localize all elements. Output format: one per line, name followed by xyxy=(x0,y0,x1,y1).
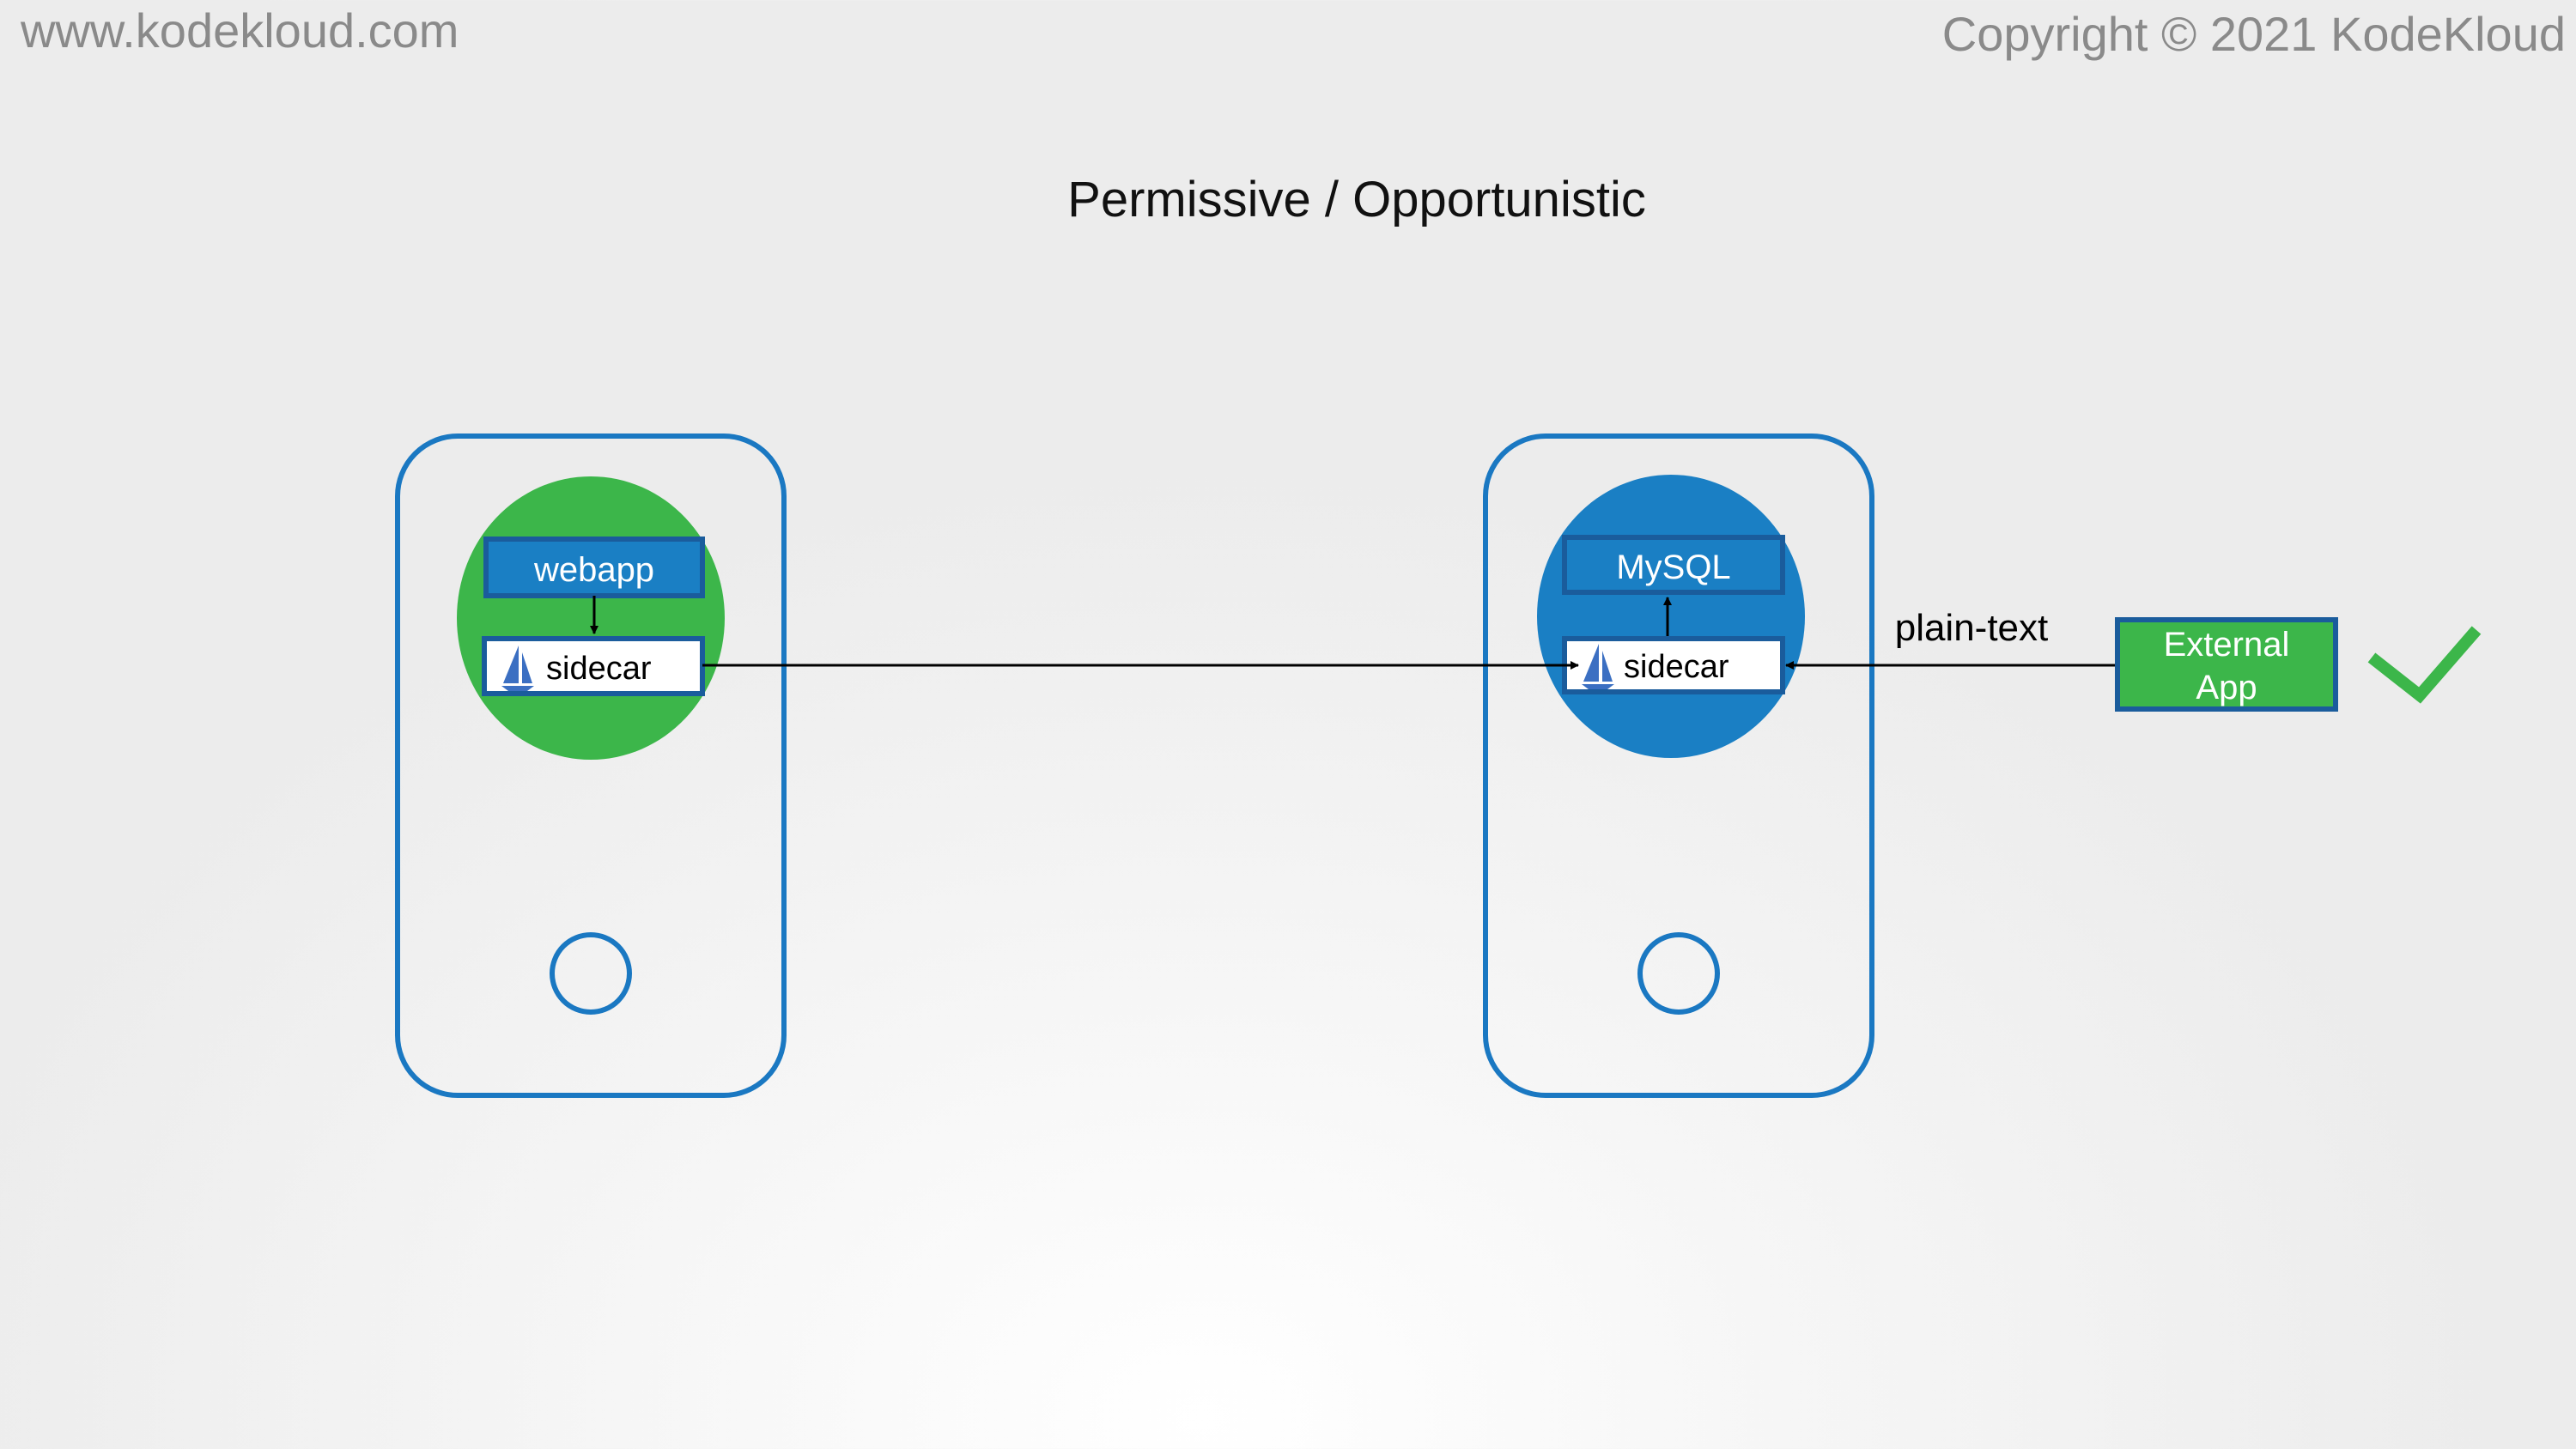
pod-frame xyxy=(395,433,787,1098)
sidecar-box xyxy=(1562,636,1785,694)
checkmark-icon xyxy=(2367,626,2482,704)
pod-mysql: MySQL sidecar xyxy=(1483,433,1874,1098)
external-app-label-line1: External xyxy=(2164,626,2290,664)
plain-text-label: plain-text xyxy=(1895,607,2049,649)
mysql-container-circle xyxy=(1537,475,1805,758)
webapp-label: webapp xyxy=(533,551,654,589)
sidecar-label: sidecar xyxy=(546,651,652,687)
sail-icon xyxy=(501,646,534,691)
webapp-box xyxy=(483,537,705,598)
sidecar-box xyxy=(482,636,705,696)
external-app-box: External App xyxy=(2115,617,2338,712)
external-app-label-line2: App xyxy=(2196,669,2257,706)
pod-frame xyxy=(1483,433,1874,1098)
mysql-label: MySQL xyxy=(1616,549,1730,586)
site-url: www.kodekloud.com xyxy=(21,3,459,58)
mysql-box xyxy=(1562,535,1785,595)
sidecar-label: sidecar xyxy=(1624,649,1729,685)
pod-node-circle xyxy=(1637,932,1720,1015)
webapp-container-circle xyxy=(457,476,725,760)
slide-title: Permissive / Opportunistic xyxy=(1067,172,1646,227)
sail-icon xyxy=(1582,644,1614,689)
pod-webapp: webapp sidecar xyxy=(395,433,787,1098)
pod-node-circle xyxy=(550,932,632,1015)
copyright-notice: Copyright © 2021 KodeKloud xyxy=(1941,7,2566,61)
